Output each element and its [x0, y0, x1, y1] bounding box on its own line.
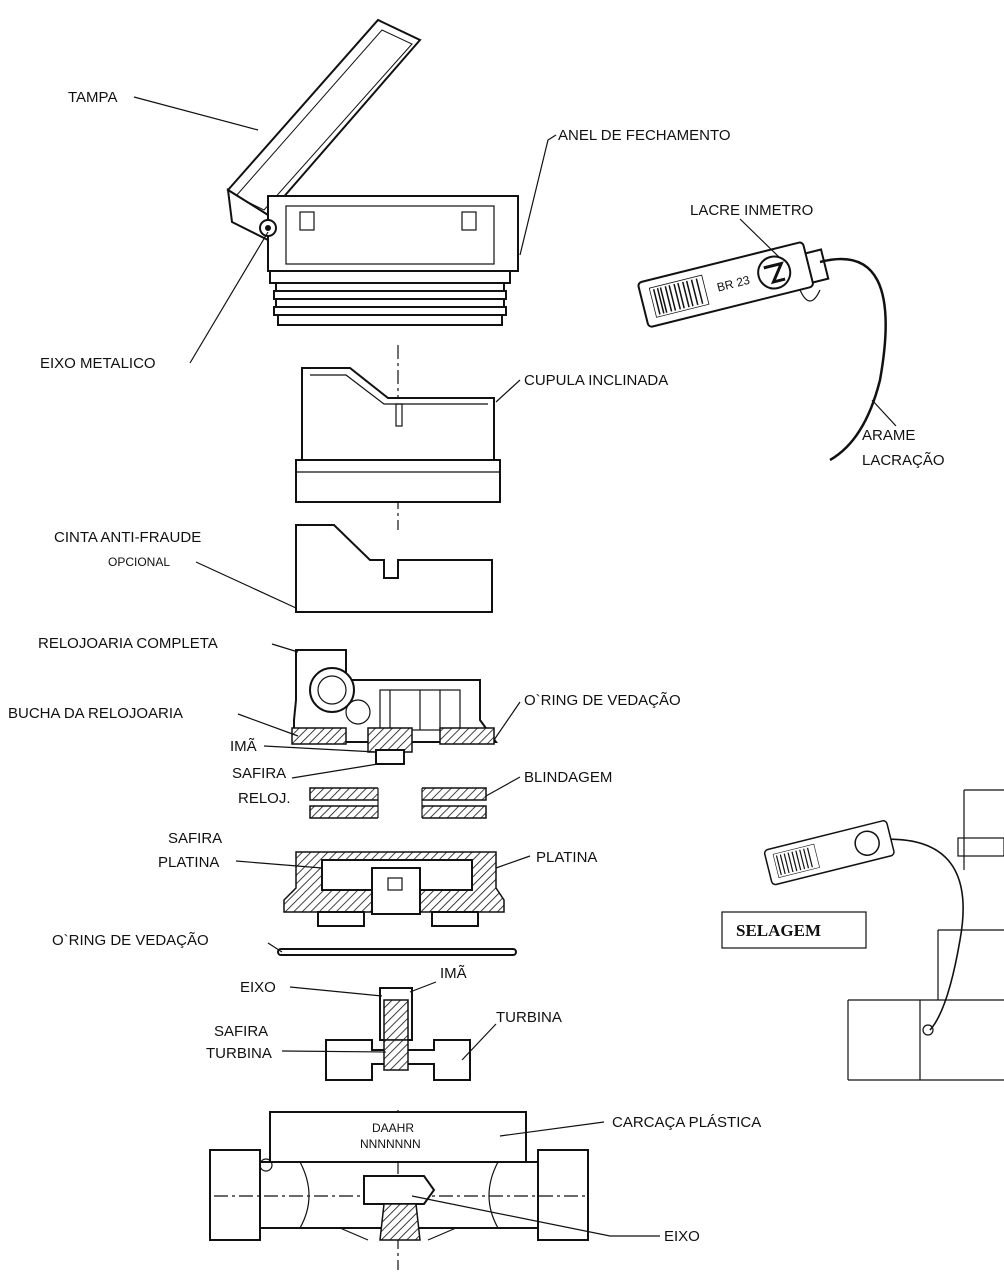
label-lacracao: LACRAÇÃO [862, 452, 945, 469]
label-eixo-metalico: EIXO METALICO [40, 355, 156, 372]
arame-wire [819, 257, 887, 462]
label-safira-platina-2: PLATINA [158, 854, 219, 871]
label-carcaca-plastica: CARCAÇA PLÁSTICA [612, 1114, 761, 1131]
label-ima-bottom: IMÃ [440, 965, 467, 982]
label-ima-top: IMÃ [230, 738, 257, 755]
turbina-part [325, 987, 471, 1081]
label-turbina: TURBINA [496, 1009, 562, 1026]
selagem-detail [721, 789, 1004, 1080]
label-safira-turbina-2: TURBINA [206, 1045, 272, 1062]
cinta-anti-fraude-part [295, 524, 493, 613]
label-blindagem: BLINDAGEM [524, 769, 612, 786]
relojoaria-completa-part [291, 649, 498, 765]
label-arame: ARAME [862, 427, 915, 444]
label-cupula-inclinada: CUPULA INCLINADA [524, 372, 668, 389]
label-tampa: TAMPA [68, 89, 117, 106]
leader-lines [133, 96, 897, 1237]
label-lacre-inmetro: LACRE INMETRO [690, 202, 813, 219]
label-safira-reloj-2: RELOJ. [238, 790, 291, 807]
lacre-inmetro-tag: BR 23 [637, 241, 830, 328]
label-selagem: SELAGEM [736, 921, 821, 940]
label-relojoaria-completa: RELOJOARIA COMPLETA [38, 635, 218, 652]
body-marking-line2: NNNNNNN [360, 1137, 421, 1151]
label-eixo-top: EIXO [240, 979, 276, 996]
label-safira-platina-1: SAFIRA [168, 830, 222, 847]
cupula-inclinada-part [295, 367, 501, 503]
label-opcional: OPCIONAL [108, 555, 170, 569]
label-cinta-anti-fraude: CINTA ANTI-FRAUDE [54, 529, 201, 546]
label-eixo-bottom: EIXO [664, 1228, 700, 1245]
label-platina: PLATINA [536, 849, 597, 866]
label-safira-turbina-1: SAFIRA [214, 1023, 268, 1040]
selagem-box [721, 911, 867, 949]
label-bucha-da-relojoaria: BUCHA DA RELOJOARIA [8, 705, 183, 722]
platina-part [283, 851, 505, 927]
oring-bottom-part [277, 948, 517, 956]
label-anel-de-fechamento: ANEL DE FECHAMENTO [558, 127, 731, 144]
label-oring-vedacao-bottom: O`RING DE VEDAÇÃO [52, 932, 209, 949]
blindagem-part [309, 786, 487, 820]
register-housing [259, 195, 519, 326]
label-oring-vedacao-top: O`RING DE VEDAÇÃO [524, 692, 681, 709]
body-marking-line1: DAAHR [372, 1121, 414, 1135]
label-safira-reloj-1: SAFIRA [232, 765, 286, 782]
